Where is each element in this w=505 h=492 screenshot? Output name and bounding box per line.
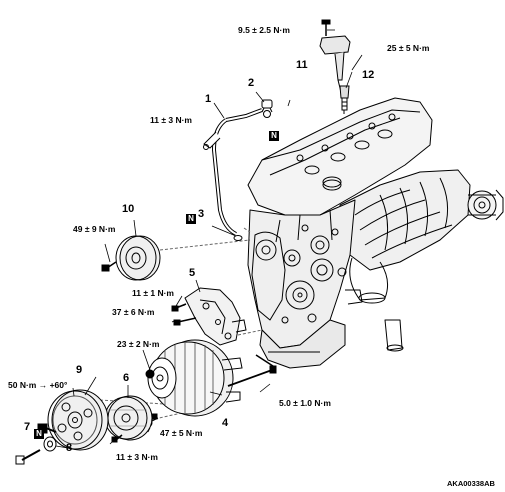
part-number-12: 12 bbox=[362, 69, 375, 81]
new-part-box: N bbox=[186, 214, 196, 224]
alternator bbox=[143, 339, 277, 428]
gauge-guide-pipe bbox=[203, 108, 263, 236]
torque-bracket-bolt-a: 11 ± 1 N·m bbox=[132, 288, 174, 298]
alternator-bracket bbox=[171, 287, 247, 346]
torque-spark-plug: 25 ± 5 N·m bbox=[387, 43, 430, 53]
torque-alt-bolt-a: 23 ± 2 N·m bbox=[117, 339, 160, 349]
new-part-box: N bbox=[269, 131, 279, 141]
alternator-pulley bbox=[104, 395, 153, 443]
new-part-mark-3: N bbox=[186, 209, 196, 225]
part-number-2: 2 bbox=[248, 77, 255, 89]
part-number-1: 1 bbox=[205, 93, 212, 105]
torque-pulley-bolt: 11 ± 3 N·m bbox=[116, 452, 158, 462]
torque-alt-bolt-b: 47 ± 5 N·m bbox=[160, 428, 203, 438]
torque-alt-nut: 50 N·m → +60° bbox=[8, 380, 68, 390]
new-part-box: N bbox=[34, 429, 44, 439]
oil-level-gauge bbox=[261, 99, 273, 118]
part-number-4: 4 bbox=[222, 417, 229, 429]
idler-pulley bbox=[101, 235, 161, 281]
part-number-8: 8 bbox=[66, 442, 73, 454]
new-part-mark-7: N bbox=[34, 424, 44, 440]
figure-code: AKA00338AB bbox=[447, 479, 495, 488]
new-part-mark-2: N bbox=[269, 126, 279, 142]
ignition-coil bbox=[319, 19, 351, 93]
leader-lines bbox=[39, 29, 363, 449]
part-number-10: 10 bbox=[122, 203, 135, 215]
engine-assembly bbox=[247, 97, 504, 369]
part-number-3: 3 bbox=[198, 208, 205, 220]
spark-plug bbox=[339, 85, 350, 114]
part-number-7: 7 bbox=[24, 421, 31, 433]
part-number-11: 11 bbox=[296, 59, 308, 71]
torque-coil-bolt: 9.5 ± 2.5 N·m bbox=[238, 25, 290, 35]
part-number-6: 6 bbox=[123, 372, 130, 384]
torque-bracket-bolt-b: 37 ± 6 N·m bbox=[112, 307, 155, 317]
torque-idler-bolt: 49 ± 9 N·m bbox=[73, 224, 116, 234]
crankshaft-pulley bbox=[15, 389, 109, 465]
o-ring bbox=[233, 235, 243, 241]
torque-stud: 5.0 ± 1.0 N·m bbox=[279, 398, 331, 408]
part-number-9: 9 bbox=[76, 364, 83, 376]
torque-pipe-bolt: 11 ± 3 N·m bbox=[150, 115, 192, 125]
part-number-5: 5 bbox=[189, 267, 196, 279]
